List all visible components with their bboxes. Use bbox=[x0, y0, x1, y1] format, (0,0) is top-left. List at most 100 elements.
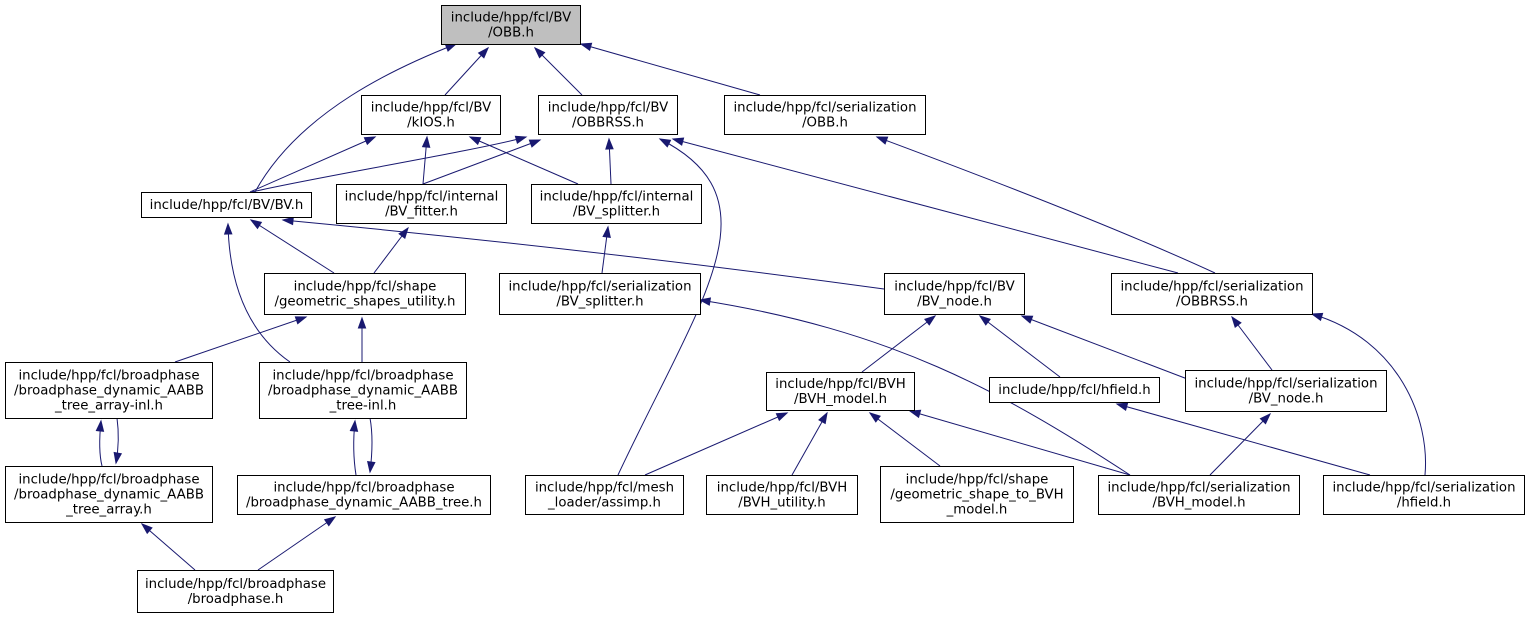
node-bv-splitter[interactable]: include/hpp/fcl/internal/BV_splitter.h bbox=[531, 184, 702, 224]
edge-ser_obbrss-to-ser_hfield bbox=[1310, 312, 1427, 476]
node-bv-fitter[interactable]: include/hpp/fcl/internal/BV_fitter.h bbox=[336, 184, 507, 224]
node-label-line: include/hpp/fcl/BVH bbox=[775, 377, 905, 392]
node-label-line: /broadphase.h bbox=[188, 592, 284, 607]
edge-line bbox=[227, 223, 291, 363]
node-box bbox=[1111, 273, 1313, 315]
edge-ser_bv_node-to-ser_bvh_model bbox=[1209, 412, 1272, 476]
edge-line bbox=[249, 136, 376, 193]
node-ser-obbrss[interactable]: include/hpp/fcl/serialization/OBBRSS.h bbox=[1111, 273, 1313, 315]
node-ser-obb[interactable]: include/hpp/fcl/serialization/OBB.h bbox=[724, 95, 926, 135]
node-box bbox=[724, 95, 926, 135]
node-label-line: /hfield.h bbox=[1397, 496, 1451, 511]
node-label-line: include/hpp/fcl/serialization bbox=[1120, 280, 1303, 295]
edge-geom_util-to-dyn_tree_inl bbox=[357, 316, 367, 362]
node-dyn-tree[interactable]: include/hpp/fcl/broadphase/broadphase_dy… bbox=[237, 475, 491, 515]
node-box bbox=[259, 362, 467, 419]
node-box bbox=[361, 95, 501, 135]
node-box bbox=[1098, 475, 1300, 515]
node-box bbox=[766, 372, 915, 411]
node-box bbox=[880, 466, 1074, 523]
node-obb[interactable]: include/hpp/fcl/BV/OBB.h bbox=[441, 5, 581, 45]
node-label-line: /OBB.h bbox=[488, 26, 534, 41]
node-label-line: include/hpp/fcl/BV/BV.h bbox=[150, 198, 304, 213]
node-ser-bv-node[interactable]: include/hpp/fcl/serialization/BV_node.h bbox=[1185, 370, 1387, 412]
node-kios[interactable]: include/hpp/fcl/BV/kIOS.h bbox=[361, 95, 501, 135]
edge-kios-to-bv bbox=[249, 136, 377, 193]
edge-line bbox=[141, 523, 196, 571]
edge-line bbox=[1231, 316, 1273, 371]
node-label-line: /geometric_shape_to_BVH bbox=[890, 488, 1063, 503]
node-label-line: /broadphase_dynamic_AABB_tree.h bbox=[246, 496, 482, 511]
node-bv-node[interactable]: include/hpp/fcl/BV/BV_node.h bbox=[884, 273, 1025, 315]
arrowhead-icon bbox=[468, 136, 482, 146]
edge-dyn_tree-to-dyn_tree_inl bbox=[367, 417, 376, 474]
arrowhead-icon bbox=[421, 135, 431, 148]
node-ser-hfield[interactable]: include/hpp/fcl/serialization/hfield.h bbox=[1323, 475, 1525, 515]
arrowhead-icon bbox=[444, 43, 458, 52]
arrowhead-icon bbox=[868, 412, 881, 423]
node-bv[interactable]: include/hpp/fcl/BV/BV.h bbox=[141, 192, 312, 218]
node-label-line: /geometric_shapes_utility.h bbox=[275, 295, 456, 310]
arrowhead-icon bbox=[671, 137, 685, 146]
node-label-line: include/hpp/fcl/broadphase bbox=[273, 481, 454, 496]
edge-line bbox=[1021, 315, 1191, 381]
node-bvh-utility[interactable]: include/hpp/fcl/BVH/BVH_utility.h bbox=[706, 475, 858, 515]
node-label-line: include/hpp/fcl/BV bbox=[548, 101, 668, 116]
node-box bbox=[884, 273, 1025, 315]
node-label-line: /BV_splitter.h bbox=[573, 205, 660, 220]
edge-line bbox=[979, 315, 1061, 378]
edge-dyn_arr-to-dyn_arr_inl bbox=[113, 417, 123, 465]
edge-geom_util-to-dyn_arr_inl bbox=[174, 316, 308, 363]
node-label-line: include/hpp/fcl/BV bbox=[371, 101, 491, 116]
node-geom-util[interactable]: include/hpp/fcl/shape/geometric_shapes_u… bbox=[264, 273, 466, 315]
arrowhead-icon bbox=[477, 46, 489, 59]
node-box bbox=[5, 466, 213, 523]
arrowhead-icon bbox=[398, 226, 409, 239]
edge-kios-to-bv_fitter bbox=[421, 135, 431, 185]
edge-bv-to-geom_util bbox=[249, 219, 335, 274]
edge-obb-to-ser_obb bbox=[579, 42, 761, 96]
node-ser-bvh-model[interactable]: include/hpp/fcl/serialization/BVH_model.… bbox=[1098, 475, 1300, 515]
node-label-line: include/hpp/fcl/broadphase bbox=[272, 369, 453, 384]
edge-ser_obb-to-ser_obbrss bbox=[875, 136, 1216, 274]
edge-kios-to-bv_splitter bbox=[468, 136, 579, 185]
arrowhead-icon bbox=[367, 461, 376, 474]
edge-line bbox=[644, 412, 788, 476]
node-geom-to-bvh[interactable]: include/hpp/fcl/shape/geometric_shape_to… bbox=[880, 466, 1074, 523]
node-dyn-arr[interactable]: include/hpp/fcl/broadphase/broadphase_dy… bbox=[5, 466, 213, 523]
node-ser-bv-splitter[interactable]: include/hpp/fcl/serialization/BV_splitte… bbox=[499, 273, 701, 315]
arrowhead-icon bbox=[533, 46, 546, 59]
node-broadphase[interactable]: include/hpp/fcl/broadphase/broadphase.h bbox=[137, 570, 334, 613]
edge-obbrss-to-bv_fitter bbox=[422, 139, 542, 185]
node-label-line: /broadphase_dynamic_AABB bbox=[14, 384, 204, 399]
node-label-line: /BVH_model.h bbox=[1153, 496, 1246, 511]
edge-dyn_arr_inl-to-dyn_arr bbox=[95, 419, 105, 467]
edge-bv-to-bv_node bbox=[281, 216, 885, 290]
node-box bbox=[336, 184, 507, 224]
node-bvh-model[interactable]: include/hpp/fcl/BVH/BVH_model.h bbox=[766, 372, 915, 411]
edge-hfield-to-ser_hfield bbox=[1115, 402, 1371, 476]
node-label-line: /broadphase_dynamic_AABB bbox=[268, 384, 458, 399]
edge-bvh_model-to-mesh_assimp bbox=[644, 412, 789, 476]
node-hfield[interactable]: include/hpp/fcl/hfield.h bbox=[989, 377, 1160, 403]
node-box bbox=[499, 273, 701, 315]
node-dyn-tree-inl[interactable]: include/hpp/fcl/broadphase/broadphase_dy… bbox=[259, 362, 467, 419]
node-obbrss[interactable]: include/hpp/fcl/BV/OBBRSS.h bbox=[538, 95, 678, 135]
node-label-line: /BV_node.h bbox=[1249, 392, 1324, 407]
node-box bbox=[264, 273, 466, 315]
edge-line bbox=[444, 47, 489, 96]
edge-line bbox=[534, 47, 583, 96]
node-label-line: /BV_fitter.h bbox=[385, 205, 458, 220]
node-box bbox=[137, 570, 334, 613]
node-label-line: include/hpp/fcl/internal bbox=[345, 190, 499, 205]
edge-bvh_model-to-bvh_utility bbox=[791, 411, 828, 476]
node-label-line: include/hpp/fcl/broadphase bbox=[18, 369, 199, 384]
arrowhead-icon bbox=[605, 137, 614, 150]
node-mesh-assimp[interactable]: include/hpp/fcl/mesh_loader/assimp.h bbox=[525, 475, 684, 515]
edge-bv_fitter-to-geom_util bbox=[373, 226, 409, 274]
node-label-line: /kIOS.h bbox=[407, 116, 455, 131]
edge-dyn_arr-to-broadphase bbox=[140, 523, 196, 571]
arrowhead-icon bbox=[1310, 312, 1324, 322]
node-dyn-arr-inl[interactable]: include/hpp/fcl/broadphase/broadphase_dy… bbox=[5, 362, 213, 419]
node-label-line: include/hpp/fcl/hfield.h bbox=[998, 383, 1150, 398]
